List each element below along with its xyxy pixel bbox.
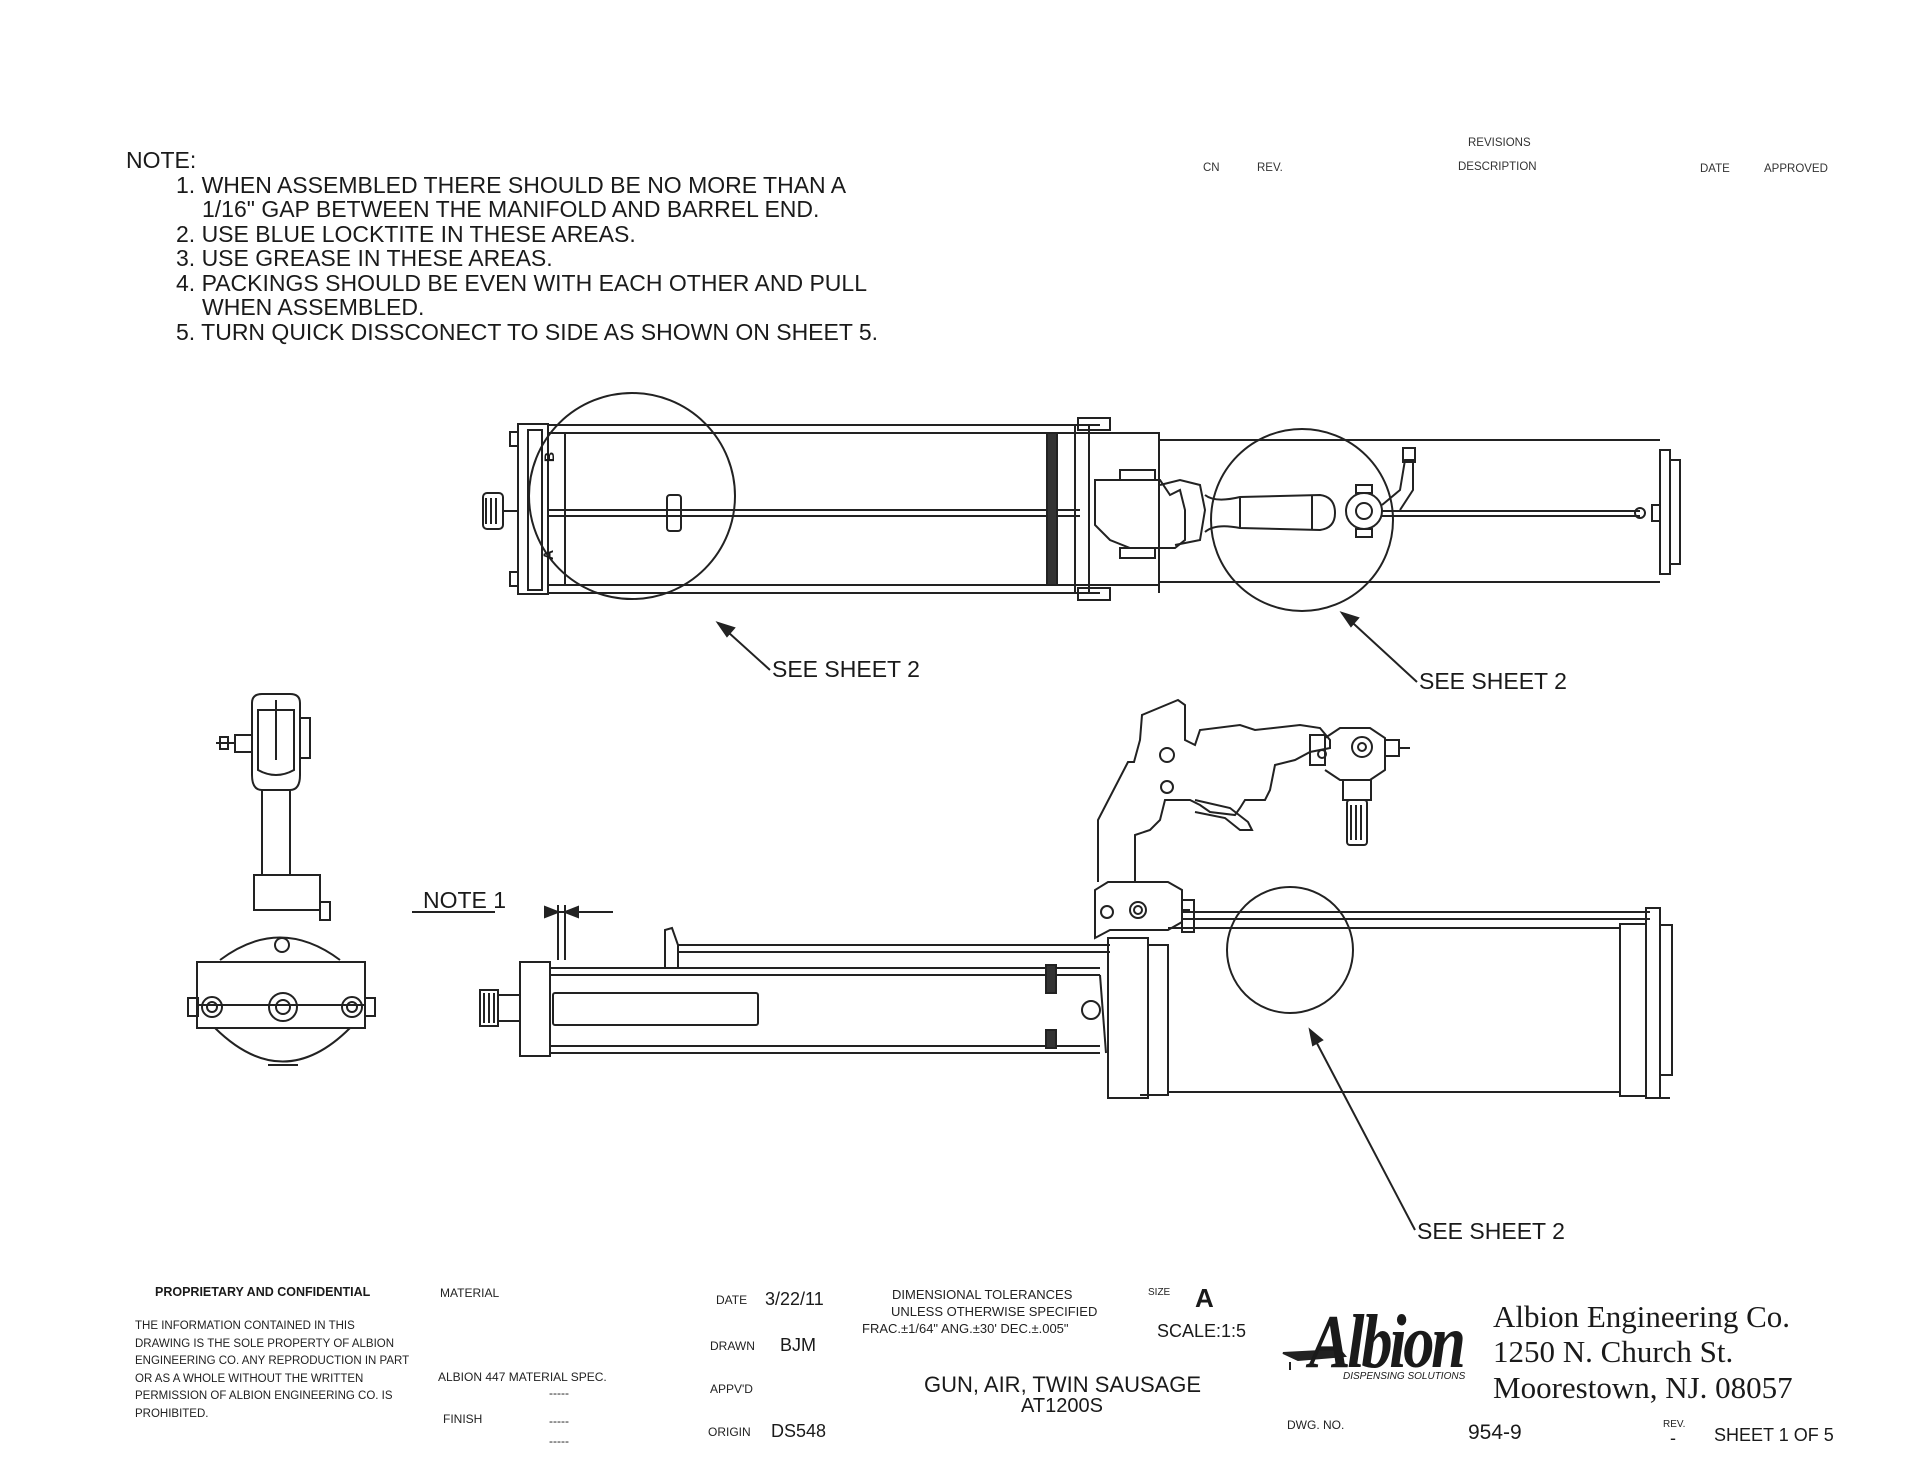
note-item-5: 5. TURN QUICK DISSCONECT TO SIDE AS SHOW…: [176, 318, 879, 345]
company-address-1: 1250 N. Church St.: [1493, 1334, 1734, 1369]
top-view-label-a: A: [540, 549, 556, 560]
drawn-label: DRAWN: [710, 1339, 755, 1353]
part-title-1: GUN, AIR, TWIN SAUSAGE: [924, 1372, 1202, 1397]
revisions-cn: CN: [1203, 162, 1220, 174]
top-view-label-b: B: [541, 451, 557, 462]
date-value: 3/22/11: [765, 1289, 824, 1309]
proprietary-heading: PROPRIETARY AND CONFIDENTIAL: [155, 1285, 371, 1299]
revisions-rev: REV.: [1257, 162, 1283, 174]
tolerances-line-2: UNLESS OTHERWISE SPECIFIED: [891, 1304, 1098, 1319]
see-sheet-2-top-left: SEE SHEET 2: [772, 656, 920, 682]
finish-dash-1: -----: [549, 1414, 569, 1428]
tolerances-line-1: DIMENSIONAL TOLERANCES: [892, 1287, 1073, 1302]
appvd-label: APPV'D: [710, 1382, 753, 1396]
proprietary-text: THE INFORMATION CONTAINED IN THIS DRAWIN…: [135, 1320, 409, 1420]
see-sheet-2-bottom-right: SEE SHEET 2: [1417, 1218, 1565, 1244]
see-sheet-2-top-right: SEE SHEET 2: [1419, 668, 1567, 694]
logo-tagline: DISPENSING SOLUTIONS: [1343, 1371, 1466, 1382]
note-1-callout: NOTE 1: [423, 887, 507, 913]
dwg-no-value: 954-9: [1468, 1421, 1522, 1444]
finish-label: FINISH: [443, 1412, 483, 1426]
notes-heading: NOTE:: [126, 147, 197, 173]
origin-value: DS548: [771, 1421, 827, 1441]
note-item-2: 2. USE BLUE LOCKTITE IN THESE AREAS.: [176, 220, 636, 247]
albion-logo: Albion: [1309, 1300, 1466, 1384]
part-title-2: AT1200S: [1021, 1395, 1103, 1417]
end-view: [187, 693, 376, 1066]
company-address-2: Moorestown, NJ. 08057: [1493, 1370, 1793, 1405]
date-label: DATE: [716, 1293, 748, 1307]
material-dash: -----: [549, 1386, 569, 1400]
tolerances-line-3: FRAC.±1/64" ANG.±30' DEC.±.005": [862, 1321, 1069, 1336]
note-item-3: 3. USE GREASE IN THESE AREAS.: [176, 245, 553, 271]
note-item-1: 1. WHEN ASSEMBLED THERE SHOULD BE NO MOR…: [176, 171, 845, 222]
company-name: Albion Engineering Co.: [1493, 1299, 1791, 1334]
size-value: A: [1195, 1283, 1214, 1313]
material-spec: ALBION 447 MATERIAL SPEC.: [438, 1370, 607, 1384]
revisions-date: DATE: [1700, 163, 1730, 175]
revisions-description: DESCRIPTION: [1458, 161, 1537, 173]
logo-gun-icon: [1282, 1348, 1347, 1370]
rev-label: REV.: [1663, 1419, 1686, 1430]
revisions-title: REVISIONS: [1468, 137, 1531, 149]
drawn-value: BJM: [780, 1335, 816, 1355]
dwg-no-label: DWG. NO.: [1287, 1418, 1345, 1432]
notes-block: NOTE: 1. WHEN ASSEMBLED THERE SHOULD BE …: [126, 148, 922, 344]
side-view: [412, 698, 1673, 1231]
size-label: SIZE: [1148, 1287, 1171, 1298]
revisions-approved: APPROVED: [1764, 163, 1828, 175]
note-item-4: 4. PACKINGS SHOULD BE EVEN WITH EACH OTH…: [176, 269, 867, 320]
top-view: [482, 392, 1681, 683]
material-label: MATERIAL: [440, 1286, 500, 1300]
origin-label: ORIGIN: [708, 1425, 751, 1439]
rev-value: -: [1670, 1428, 1676, 1448]
sheet-number: SHEET 1 OF 5: [1714, 1425, 1834, 1445]
finish-dash-2: -----: [549, 1434, 569, 1448]
scale-value: SCALE:1:5: [1157, 1321, 1247, 1341]
